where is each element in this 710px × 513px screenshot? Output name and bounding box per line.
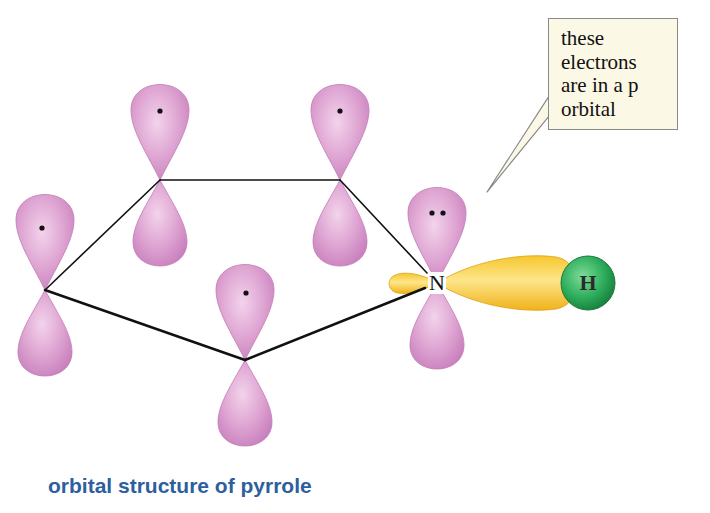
callout-box: these electrons are in a p orbital bbox=[548, 18, 678, 130]
p-orbital-lobe bbox=[410, 283, 464, 369]
ring-bonds bbox=[45, 180, 427, 360]
p-orbital-lobe bbox=[18, 290, 72, 376]
electron-dot bbox=[429, 210, 434, 215]
p-orbital-lobe bbox=[131, 85, 189, 181]
p-orbital-lobe bbox=[16, 195, 74, 291]
bond-line bbox=[245, 288, 425, 360]
callout-text: these electrons are in a p orbital bbox=[561, 27, 665, 121]
sp2-large-lobe bbox=[437, 256, 577, 311]
sp2-orbital bbox=[389, 256, 577, 311]
bond-line bbox=[45, 290, 245, 360]
bond-line bbox=[45, 180, 160, 290]
electron-dot bbox=[39, 225, 44, 230]
atom-circle: H bbox=[560, 255, 616, 311]
callout-tail-layer bbox=[487, 96, 549, 192]
bond-line bbox=[160, 179, 340, 181]
p-orbital-lobe bbox=[216, 265, 274, 361]
electron-dot bbox=[157, 108, 162, 113]
figure-caption: orbital structure of pyrrole bbox=[48, 474, 312, 498]
atom-sphere-fill bbox=[561, 256, 615, 310]
p-orbital-lobe bbox=[408, 188, 466, 284]
atom-symbol: N bbox=[428, 272, 446, 294]
callout-pointer bbox=[487, 96, 549, 192]
electron-dot bbox=[440, 210, 445, 215]
electron-dot bbox=[337, 108, 342, 113]
electron-dot bbox=[243, 290, 248, 295]
p-orbital-lobe bbox=[133, 180, 187, 266]
electron-dots bbox=[39, 108, 445, 295]
p-orbital-lobe bbox=[311, 85, 369, 181]
p-orbital-lobe bbox=[313, 180, 367, 266]
p-orbital-lobes bbox=[16, 85, 464, 447]
p-orbital-lobe bbox=[218, 360, 272, 446]
bond-line bbox=[340, 180, 427, 273]
atom-symbol: H bbox=[579, 271, 596, 296]
